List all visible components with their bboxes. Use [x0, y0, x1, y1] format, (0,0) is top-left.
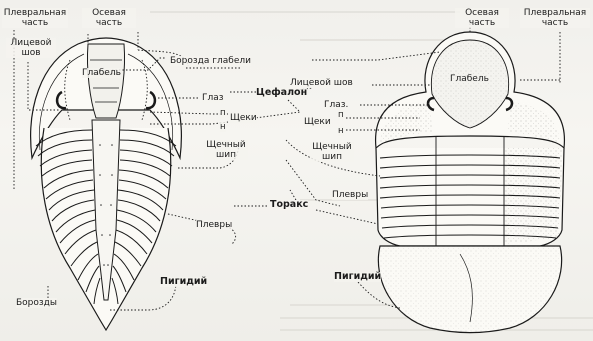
label-right-facial-suture: Лицевой шов: [290, 78, 353, 88]
label-left-furrows: Борозды: [16, 298, 57, 308]
label-right-pleura: Плевры: [332, 190, 368, 200]
label-left-pygidium: Пигидий: [160, 277, 207, 287]
left-glabella-shape: [87, 44, 124, 118]
label-left-cheek-n: н: [220, 122, 226, 132]
label-left-axial-part: Осевая часть: [82, 8, 136, 28]
label-right-glabella: Глабель: [450, 74, 489, 84]
label-left-facial-suture: Лицевой шов: [6, 38, 56, 58]
label-right-pygidium: Пигидий: [334, 272, 381, 282]
left-trilobite: [31, 38, 182, 330]
label-left-cheek-p: п: [220, 108, 226, 118]
label-thorax: Торакс: [270, 200, 308, 210]
label-glabella-furrow: Борозда глабели: [170, 56, 251, 66]
label-right-eye: Глаз.: [324, 100, 348, 110]
label-left-cheeks: Щеки: [230, 113, 257, 123]
label-right-cheek-n: н: [338, 126, 344, 136]
label-left-eye: Глаз: [202, 93, 224, 103]
label-right-axial-part: Осевая часть: [455, 8, 509, 28]
label-right-cheeks: Щеки: [304, 117, 331, 127]
label-cephalon: Цефалон: [256, 88, 307, 98]
label-left-glabella: Глабель: [82, 68, 121, 78]
label-left-genal-spine: Щечный шип: [204, 140, 248, 160]
label-left-pleural-part: Плевральная часть: [2, 8, 68, 28]
label-left-pleura: Плевры: [196, 220, 232, 230]
label-right-genal-spine: Щечный шип: [310, 142, 354, 162]
label-right-pleural-part: Плевральная часть: [520, 8, 590, 28]
label-right-cheek-p: п: [338, 110, 344, 120]
